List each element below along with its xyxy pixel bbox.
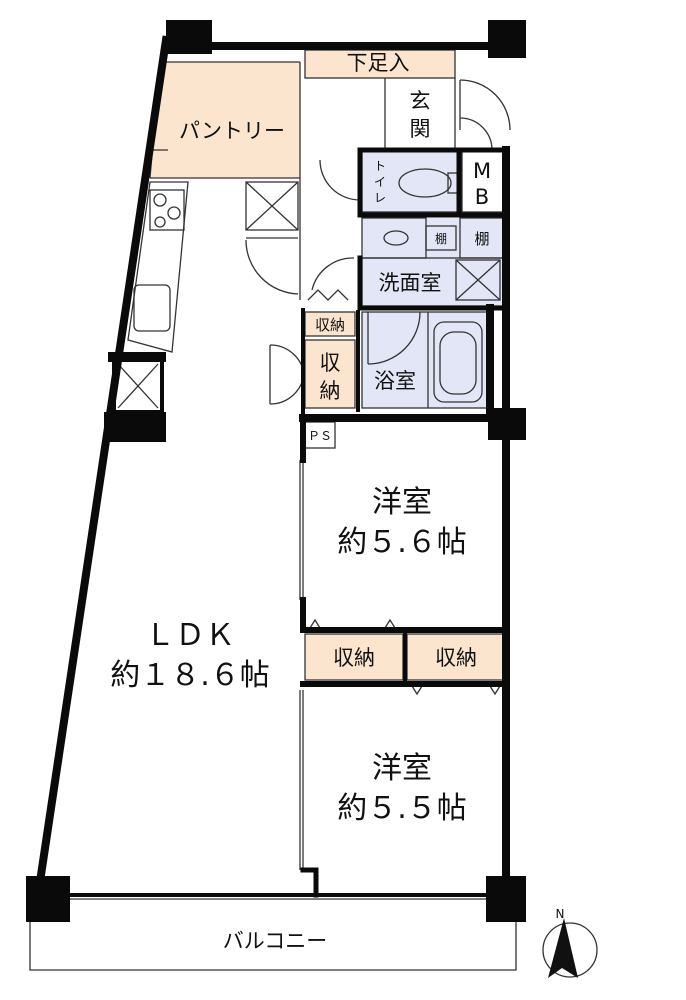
mb-label-2: B — [475, 185, 489, 209]
shelf-small-label: 棚 — [435, 231, 447, 246]
western1-name: 洋室 — [372, 485, 432, 520]
toilet-bowl — [398, 168, 452, 198]
entrance-step-label: 下足入 — [347, 51, 410, 75]
columns — [26, 20, 526, 922]
mb-label-1: M — [473, 159, 491, 183]
bathroom-floor — [362, 312, 487, 408]
compass-ring — [542, 922, 598, 978]
stove — [149, 189, 185, 231]
entrance-label-1: 玄 — [410, 89, 431, 113]
western1-area: 約５.６帖 — [337, 525, 467, 560]
column-mid-right — [488, 408, 526, 440]
entrance-label-2: 関 — [410, 117, 431, 141]
western2-name: 洋室 — [372, 751, 432, 786]
western2-area: 約５.５帖 — [337, 791, 467, 826]
compass: N — [542, 907, 598, 978]
storage-tall-label-1: 収 — [320, 351, 341, 375]
toilet-label-2: イ — [374, 175, 386, 189]
mb-floor — [462, 150, 504, 212]
storage-tall-label-2: 納 — [320, 379, 341, 403]
wall-left — [33, 35, 171, 900]
column-top-right — [488, 20, 526, 58]
walls — [33, 35, 524, 900]
column-bottom-left — [26, 876, 70, 922]
compass-north-label: N — [556, 907, 565, 921]
column-kitchen — [108, 352, 166, 362]
bathtub — [433, 321, 483, 403]
storage-right-label: 収納 — [435, 646, 477, 670]
toilet-label-3: レ — [374, 191, 386, 205]
balcony-outline — [29, 918, 517, 971]
washer-pan — [455, 259, 501, 301]
duct-shaft — [112, 358, 164, 414]
balcony-label: バルコニー — [223, 929, 328, 953]
room-fills — [150, 50, 505, 680]
room-labels: ＬＤＫ 約１８.６帖 洋室 約５.６帖 洋室 約５.５帖 パントリー 下足入 玄… — [110, 51, 491, 953]
toilet-label-1: ト — [374, 159, 386, 173]
storage-tall-floor — [305, 340, 355, 408]
ps-label: ＰＳ — [308, 429, 332, 443]
pantry-floor — [150, 62, 300, 178]
column-kitchen-lower — [104, 412, 166, 442]
column-top-left — [166, 20, 212, 54]
kitchen-sink — [133, 284, 171, 332]
bathroom-label: 浴室 — [374, 369, 416, 393]
fridge-box — [245, 181, 299, 231]
toilet-floor — [362, 150, 459, 212]
storage-small-floor — [305, 312, 355, 336]
washroom-label: 洗面室 — [379, 271, 442, 295]
sink-basin — [383, 230, 409, 246]
storage-left-floor — [305, 634, 403, 680]
entrance-step-floor — [305, 50, 455, 78]
compass-arrow-icon — [548, 918, 578, 978]
shelf-row-floor — [362, 218, 504, 258]
ldk-area: 約１８.６帖 — [110, 658, 270, 693]
shelf-label: 棚 — [474, 230, 489, 248]
pantry-label: パントリー — [179, 119, 285, 143]
storage-small-label: 収納 — [315, 316, 345, 334]
column-bottom-right — [486, 876, 526, 922]
ldk-name: ＬＤＫ — [145, 618, 235, 653]
storage-left-label: 収納 — [333, 646, 375, 670]
storage-right-floor — [407, 634, 505, 680]
